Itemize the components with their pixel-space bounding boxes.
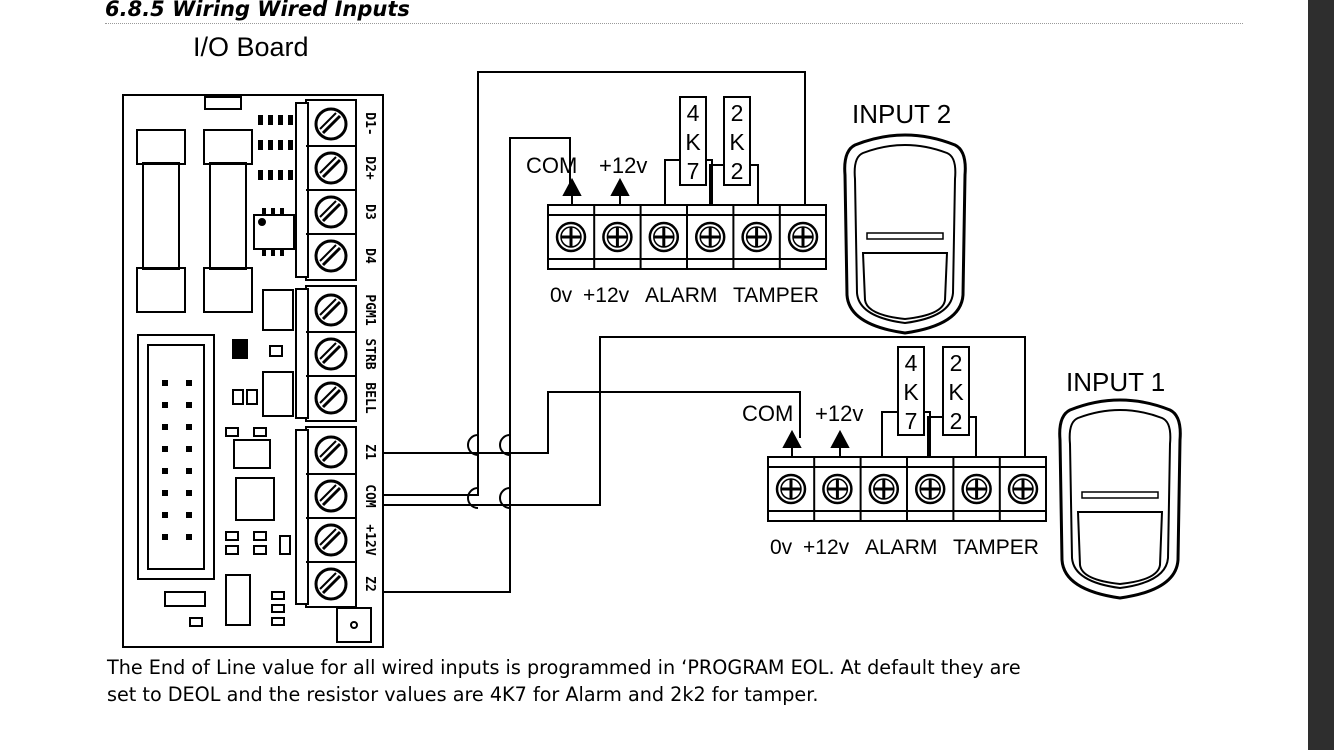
wire-com-to-input2 xyxy=(384,71,806,496)
detector-terminal-screw xyxy=(555,221,587,253)
wire-z2-to-input2 xyxy=(384,137,571,593)
input1-com-label: COM xyxy=(742,401,793,426)
input2-alarm-label: ALARM xyxy=(645,284,717,307)
board-terminal-screw xyxy=(314,381,348,415)
input2-2k2-digit-2: K xyxy=(729,129,745,155)
input2-title: INPUT 2 xyxy=(852,99,951,129)
viewer-scrollbar-track[interactable] xyxy=(1308,0,1334,750)
input1-2k2-digit-1: 2 xyxy=(950,350,963,376)
detector-terminal-screw xyxy=(741,221,772,253)
board-terminal-label: +12V xyxy=(362,524,377,555)
input2-tamper-label: TAMPER xyxy=(733,284,819,307)
board-terminal-screw xyxy=(314,151,348,185)
detector-terminal-screw xyxy=(775,473,807,505)
input1-detector-icon xyxy=(1058,398,1182,600)
board-title: I/O Board xyxy=(193,32,309,62)
board-terminal-screw xyxy=(314,435,348,469)
input1-tamper-label: TAMPER xyxy=(953,536,1039,559)
board-terminal-screw xyxy=(314,293,348,327)
input1-plus12-label: +12v xyxy=(815,401,863,426)
board-components xyxy=(136,96,372,643)
input2-4k7-digit-2: K xyxy=(685,129,701,155)
input2-plus12-label: +12v xyxy=(599,153,647,178)
input2-labels: COM +12v 4 K 7 2 K 2 0v +12v ALARM TAMPE… xyxy=(526,96,819,307)
input2-2k2-digit-1: 2 xyxy=(731,100,744,126)
header-connector xyxy=(137,334,215,580)
caption-line-1: The End of Line value for all wired inpu… xyxy=(107,656,1021,679)
input1-terminal-block xyxy=(767,456,1047,522)
input2-0v-label: 0v xyxy=(550,284,573,307)
detector-terminal-screw xyxy=(961,473,992,505)
input2-terminal-block xyxy=(547,204,827,270)
input2-detector-icon xyxy=(843,133,967,335)
board-terminal-label: PGM1 xyxy=(362,294,377,325)
board-terminal-label: D2+ xyxy=(362,156,377,180)
detector-terminal-screw xyxy=(822,473,853,505)
input1-labels: COM +12v 4 K 7 2 K 2 0v +12v ALARM TAMPE… xyxy=(742,346,1039,559)
board-terminal-screw xyxy=(314,479,348,513)
input2-4k7-digit-1: 4 xyxy=(687,100,700,126)
detector-terminal-screw xyxy=(648,221,680,253)
fuse-2 xyxy=(203,129,253,313)
input1-2k2-digit-3: 2 xyxy=(950,408,963,434)
input2-com-label: COM xyxy=(526,153,577,178)
board-terminal-label: Z2 xyxy=(362,576,377,592)
detector-terminal-screw xyxy=(602,221,633,253)
input1-4k7-digit-1: 4 xyxy=(905,350,918,376)
input1-2k2-digit-2: K xyxy=(948,379,964,405)
board-terminal-block xyxy=(295,99,357,608)
input2-2k2-digit-3: 2 xyxy=(731,158,744,184)
fuse-1 xyxy=(136,129,186,313)
board-terminal-label: STRB xyxy=(362,338,377,369)
board-terminal-screw xyxy=(314,195,348,229)
board-terminal-label: D3 xyxy=(362,204,377,220)
board-terminal-screw xyxy=(314,107,348,141)
board-terminal-screw xyxy=(314,337,348,371)
input1-4k7-digit-2: K xyxy=(903,379,919,405)
caption-text: The End of Line value for all wired inpu… xyxy=(107,654,1187,708)
caption-line-2: set to DEOL and the resistor values are … xyxy=(107,683,819,706)
input1-0v-label: 0v xyxy=(770,536,793,559)
input1-plus12-bottom-label: +12v xyxy=(803,536,850,559)
board-terminal-label: D4 xyxy=(362,248,377,264)
section-heading: 6.8.5 Wiring Wired Inputs xyxy=(105,0,410,21)
input1-alarm-label: ALARM xyxy=(865,536,937,559)
board-terminal-screw xyxy=(314,239,348,273)
wire-input1-com xyxy=(384,391,801,454)
board-terminal-label: COM xyxy=(362,484,377,508)
detector-terminal-screw xyxy=(914,473,946,505)
board-terminal-label: BELL xyxy=(362,382,377,413)
detector-terminal-screw xyxy=(868,473,900,505)
input1-title: INPUT 1 xyxy=(1066,367,1165,397)
wires xyxy=(384,71,1026,593)
board-terminal-screw xyxy=(314,567,348,601)
board-terminal-label: D1- xyxy=(362,112,377,135)
detector-terminal-screw xyxy=(1007,473,1039,505)
wire-com-to-input1 xyxy=(384,336,1026,506)
input2-plus12-bottom-label: +12v xyxy=(583,284,630,307)
input2-4k7-digit-3: 7 xyxy=(687,158,700,184)
board-terminal-screw xyxy=(314,523,348,557)
input1-4k7-digit-3: 7 xyxy=(905,408,918,434)
detector-terminal-screw xyxy=(787,221,819,253)
board-terminal-label: Z1 xyxy=(362,444,377,460)
detector-terminal-screw xyxy=(694,221,726,253)
heading-divider xyxy=(105,23,1243,24)
